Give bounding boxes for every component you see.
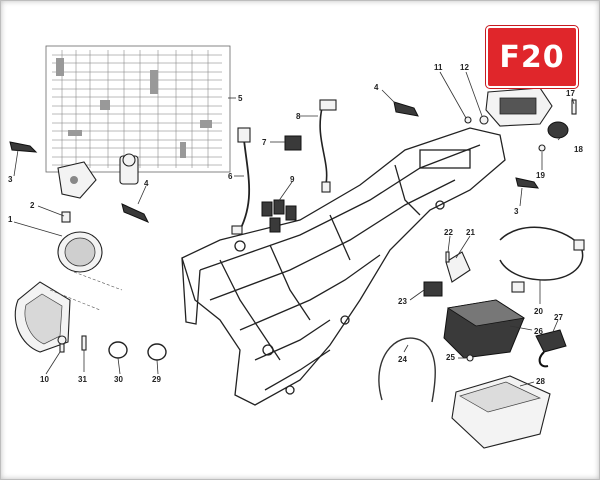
- callout-26: 26: [534, 327, 543, 336]
- section-code: F20: [499, 39, 565, 75]
- callout-1: 1: [8, 215, 13, 224]
- callout-10: 10: [40, 375, 49, 384]
- part-11: [464, 116, 472, 124]
- regulator-23: [423, 281, 443, 297]
- callout-20: 20: [534, 307, 543, 316]
- callout-27: 27: [554, 313, 563, 322]
- part-17: [571, 99, 577, 115]
- callout-3: 3: [514, 207, 519, 216]
- strap: [535, 329, 567, 368]
- part-19: [538, 144, 546, 152]
- callout-11: 11: [434, 63, 443, 72]
- callout-28: 28: [536, 377, 545, 386]
- callout-5: 5: [238, 94, 243, 103]
- bracket-21: [445, 251, 471, 283]
- part-22: [445, 251, 450, 263]
- rear-harness: [499, 226, 585, 293]
- buzzer-18: [547, 121, 569, 139]
- indicator-left: [121, 203, 150, 223]
- section-badge: F20: [486, 26, 578, 88]
- clamp-29: [147, 343, 167, 361]
- callout-8: 8: [296, 112, 301, 121]
- front-turn-signal: [9, 141, 38, 153]
- wiring-schematic: [45, 45, 231, 173]
- battery-tray: [451, 375, 551, 449]
- main-frame: [181, 127, 506, 406]
- assembly-dash-lines: [49, 271, 123, 311]
- callout-31: 31: [78, 375, 87, 384]
- callout-3: 3: [8, 175, 13, 184]
- callout-6: 6: [228, 172, 233, 181]
- sensor: [319, 99, 337, 193]
- callout-17: 17: [566, 89, 575, 98]
- handlebar-switch: [57, 161, 97, 199]
- callout-18: 18: [574, 145, 583, 154]
- sensor-cable: [231, 127, 251, 235]
- relay: [284, 135, 302, 151]
- callout-9: 9: [290, 175, 295, 184]
- callout-4: 4: [144, 179, 149, 188]
- part-12: [479, 115, 489, 125]
- ignition-switch: [119, 153, 139, 185]
- callout-2: 2: [30, 201, 35, 210]
- cable-24: [378, 337, 436, 403]
- callout-21: 21: [466, 228, 475, 237]
- callout-7: 7: [262, 138, 267, 147]
- instrument-cluster: [485, 87, 553, 127]
- headlight: [57, 231, 103, 273]
- battery: [443, 299, 526, 359]
- fuse-set: [261, 199, 297, 233]
- bolt-10: [57, 335, 67, 353]
- callout-19: 19: [536, 171, 545, 180]
- part-25: [466, 354, 474, 362]
- headlight-fairing: [14, 281, 71, 353]
- callout-labels: 1 2 3 3 4 4 5 6 7 8 9 10 11 12 17 18 19 …: [8, 63, 583, 386]
- rear-turn-signal: [515, 177, 540, 189]
- bolt-31: [81, 335, 87, 351]
- callout-22: 22: [444, 228, 453, 237]
- callout-4: 4: [374, 83, 379, 92]
- bulb: [61, 211, 71, 223]
- callout-12: 12: [460, 63, 469, 72]
- callout-23: 23: [398, 297, 407, 306]
- callout-25: 25: [446, 353, 455, 362]
- indicator-right: [393, 101, 419, 117]
- leader-lines: [13, 71, 575, 387]
- clamp-30: [108, 341, 128, 359]
- callout-30: 30: [114, 375, 123, 384]
- callout-24: 24: [398, 355, 407, 364]
- callout-29: 29: [152, 375, 161, 384]
